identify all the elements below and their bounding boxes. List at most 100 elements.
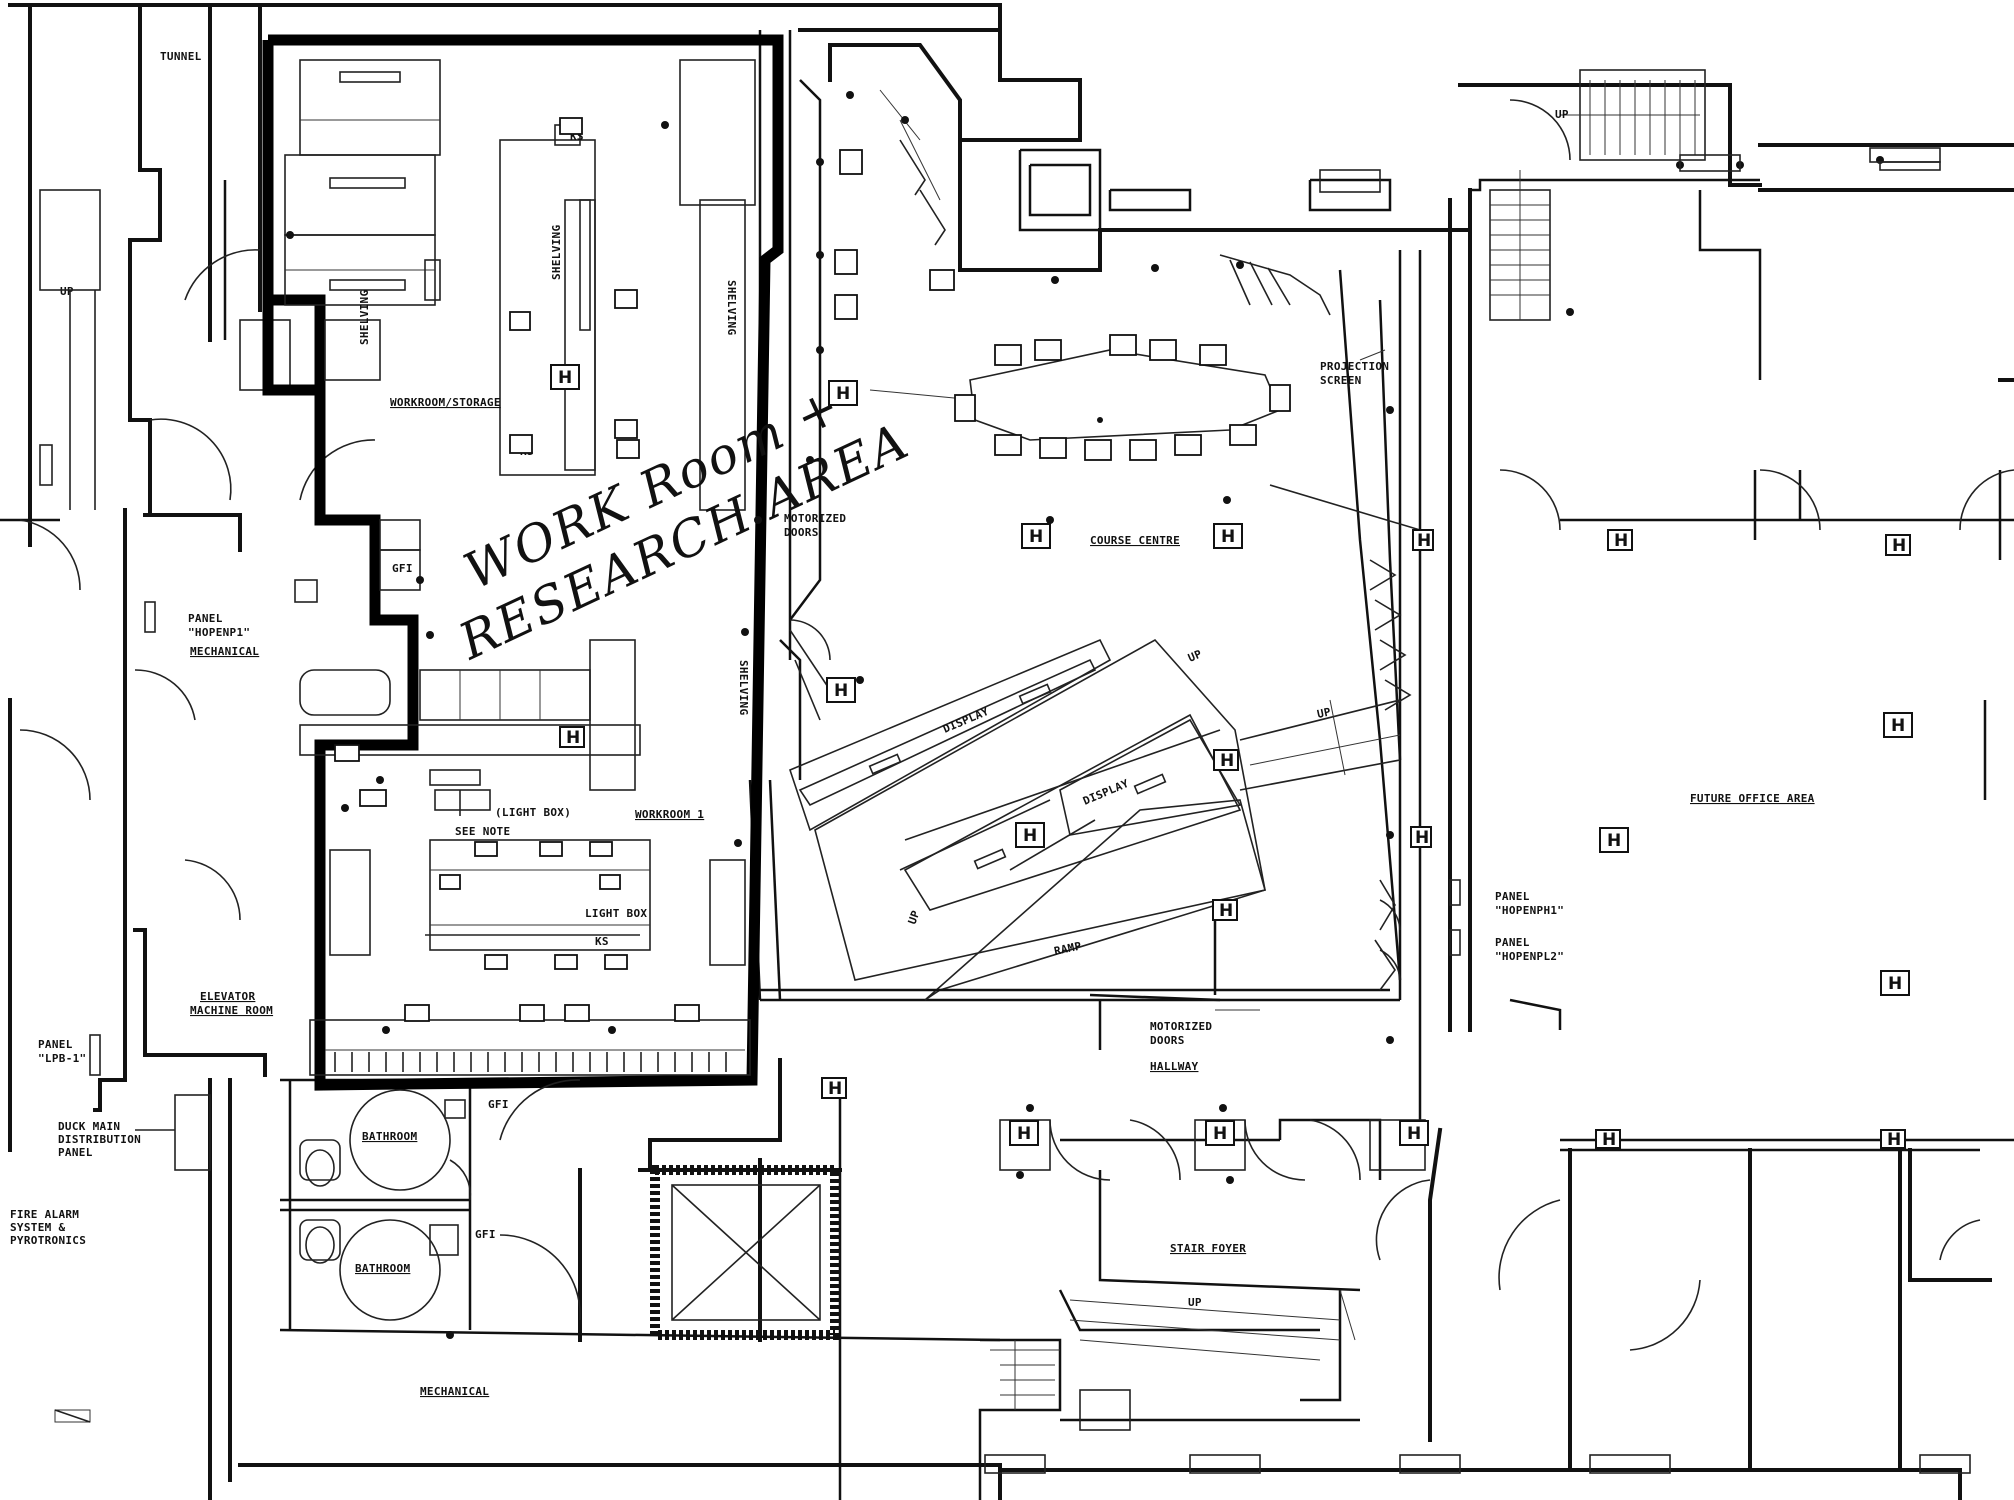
motorized-doors-1a: MOTORIZED [784, 512, 846, 525]
panel-lpb-label: PANEL [38, 1038, 73, 1051]
ramp-up-label: UP [906, 908, 923, 926]
elevator-machine-label-2: MACHINE ROOM [190, 1004, 273, 1017]
svg-text:H: H [558, 368, 572, 388]
svg-text:H: H [1407, 1124, 1421, 1144]
see-note-label: SEE NOTE [455, 825, 510, 838]
svg-text:H: H [1221, 527, 1235, 547]
h-marker: H [559, 726, 585, 748]
top-right-fixtures [1319, 147, 1941, 193]
svg-text:H: H [1602, 1130, 1616, 1150]
stair-top-right: UP [1489, 69, 1706, 321]
h-marker: H [1213, 749, 1239, 771]
elevator-machine-label-1: ELEVATOR [200, 990, 255, 1003]
elevator-shaft [650, 1165, 840, 1340]
motorized-doors-2a: MOTORIZED [1150, 1020, 1212, 1033]
h-marker: H [1885, 534, 1911, 556]
h-marker: H [826, 677, 856, 703]
h-marker: H [1880, 970, 1910, 996]
h-marker: H [1213, 523, 1243, 549]
fire-alarm-1: FIRE ALARM [10, 1208, 79, 1221]
course-centre: PROJECTION SCREEN COURSE CENTRE MOTORIZE… [779, 79, 1421, 780]
svg-text:H: H [834, 681, 848, 701]
workroom-counter-hatch [325, 1049, 745, 1072]
h-marker: H [1883, 712, 1913, 738]
shelving-label-3: SHELVING [550, 225, 563, 280]
panel-hopenp1-id: "HOPENP1" [188, 626, 250, 639]
svg-text:H: H [1892, 536, 1906, 556]
gfi-label-3: GFI [475, 1228, 496, 1241]
svg-text:H: H [1614, 531, 1628, 551]
svg-text:H: H [1220, 751, 1234, 771]
main-distribution-1: DUCK MAIN [58, 1120, 120, 1133]
h-marker: H [1021, 523, 1051, 549]
svg-text:H: H [1417, 531, 1431, 551]
motorized-doors-1b: DOORS [784, 526, 819, 539]
h-marker: H [1412, 529, 1434, 551]
stair-foyer-up-label: UP [1188, 1296, 1202, 1309]
course-centre-label: COURSE CENTRE [1090, 534, 1180, 547]
h-marker: H [821, 1077, 847, 1099]
chairs-workroom-1 [334, 744, 700, 1022]
svg-text:H: H [1213, 1124, 1227, 1144]
shelving-label-4: SHELVING [737, 660, 750, 715]
svg-text:H: H [1415, 828, 1429, 848]
h-marker: H [1880, 1129, 1906, 1150]
h-marker: H [1595, 1129, 1621, 1150]
h-marker: H [1607, 529, 1633, 551]
shelving-label-1: SHELVING [725, 280, 738, 335]
light-box-label: (LIGHT BOX) [495, 806, 571, 819]
h-marker: H [1599, 827, 1629, 853]
main-distribution-2: DISTRIBUTION [58, 1133, 141, 1146]
svg-text:H: H [836, 384, 850, 404]
h-marker: H [1205, 1120, 1235, 1146]
panel-hopenp1-label: PANEL [188, 612, 223, 625]
workroom-1-label: WORKROOM 1 [635, 808, 704, 821]
svg-text:H: H [828, 1079, 842, 1099]
tunnel-label: TUNNEL [160, 50, 202, 63]
bathroom-label-2: BATHROOM [355, 1262, 410, 1275]
panel-hopenpl2-label: PANEL [1495, 936, 1530, 949]
panel-lpb-id: "LPB-1" [38, 1052, 86, 1065]
main-distribution-3: PANEL [58, 1146, 93, 1159]
future-office-label: FUTURE OFFICE AREA [1690, 792, 1815, 805]
motorized-doors-2b: DOORS [1150, 1034, 1185, 1047]
mechanical-west-label: MECHANICAL [190, 645, 259, 658]
svg-text:H: H [1888, 974, 1902, 994]
bathrooms: BATHROOM BATHROOM GFI GFI MECHANICAL [299, 1079, 581, 1398]
outlet-dots [341, 91, 1884, 1339]
stair-up-label: UP [1555, 108, 1569, 121]
ramp-up-right-label: UP [1316, 705, 1332, 721]
interior-walls [279, 30, 1422, 1500]
svg-text:H: H [1023, 826, 1037, 846]
ramp-label: RAMP [1053, 939, 1083, 957]
bathroom-label-1: BATHROOM [362, 1130, 417, 1143]
fire-alarm-3: PYROTRONICS [10, 1234, 86, 1247]
h-marker: H [1399, 1120, 1429, 1146]
hallway-label: HALLWAY [1150, 1060, 1199, 1073]
projection-screen-label-1: PROJECTION [1320, 360, 1389, 373]
svg-text:H: H [1607, 831, 1621, 851]
h-marker: H [1212, 899, 1238, 921]
h-marker: H [1410, 826, 1432, 848]
chairs-conference [834, 149, 1291, 461]
future-office-area: FUTURE OFFICE AREA PANEL "HOPENPH1" PANE… [1379, 469, 2014, 981]
svg-text:H: H [566, 728, 580, 748]
h-markers: H H H H H H H H H H H H H H H H H H H H … [550, 364, 1913, 1150]
projection-screen-label-2: SCREEN [1320, 374, 1362, 387]
panel-hopenpl2-id: "HOPENPL2" [1495, 950, 1564, 963]
shelving-label-2: SHELVING [358, 290, 371, 345]
mechanical-south-label: MECHANICAL [420, 1385, 489, 1398]
gfi-label-1: GFI [392, 562, 413, 575]
display-label-2: DISPLAY [1081, 777, 1131, 808]
h-marker: H [828, 380, 858, 406]
exterior-walls [0, 3, 2014, 1500]
h-marker: H [550, 364, 580, 390]
up-label-west: UP [60, 285, 74, 298]
stair-foyer-label: STAIR FOYER [1170, 1242, 1246, 1255]
workroom-annotation: WORK Room + RESEARCH AREA [450, 376, 918, 672]
panel-hopenph1-label: PANEL [1495, 890, 1530, 903]
west-area: TUNNEL UP [19, 50, 391, 921]
west-mechanical-room: PANEL "HOPENP1" MECHANICAL ELEVATOR MACH… [10, 601, 273, 1423]
chairs-west-island [509, 117, 640, 459]
